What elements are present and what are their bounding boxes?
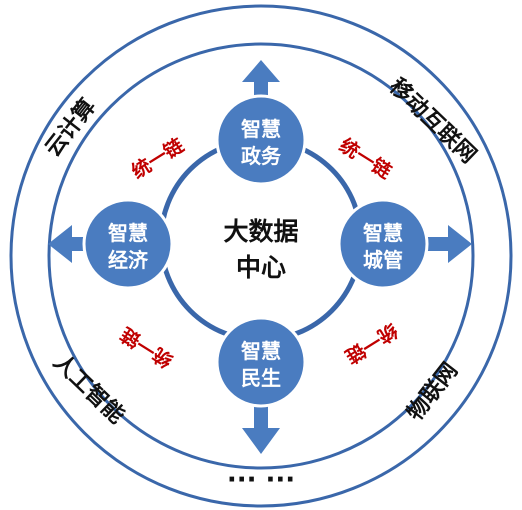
node-right-line2: 城管 <box>363 248 403 272</box>
inner-ring <box>47 42 475 470</box>
outer-label-top-right: 移动互联网 <box>384 73 481 168</box>
bottom-ellipsis: ··· ··· <box>227 465 295 495</box>
node-right-line1: 智慧 <box>363 221 403 245</box>
node-bottom: 智慧 民生 <box>215 316 307 408</box>
arrow-down <box>242 372 280 454</box>
chain-label-top-left: 统一链 <box>127 134 188 184</box>
node-left-line2: 经济 <box>108 248 149 272</box>
center-label-line1: 大数据 <box>223 217 298 246</box>
node-bottom-line2: 民生 <box>241 366 281 390</box>
node-bottom-line1: 智慧 <box>241 339 281 363</box>
node-left: 智慧 经济 <box>82 198 174 290</box>
node-top-line2: 政务 <box>241 144 282 168</box>
outer-ring <box>9 4 513 508</box>
node-right: 智慧 城管 <box>337 198 429 290</box>
outer-label-bottom-left: 人工智能 <box>48 349 129 429</box>
chain-label-bottom-left: 统一链 <box>116 323 177 373</box>
node-top-line1: 智慧 <box>241 117 281 141</box>
arrow-up <box>242 60 280 108</box>
arrow-left <box>48 225 100 263</box>
chain-label-bottom-right: 统一链 <box>341 319 402 369</box>
arrow-right <box>422 225 472 263</box>
center-label-line2: 中心 <box>236 253 286 282</box>
node-top: 智慧 政务 <box>215 94 307 186</box>
node-left-line1: 智慧 <box>108 221 148 245</box>
chain-label-top-right: 统一链 <box>335 134 396 184</box>
